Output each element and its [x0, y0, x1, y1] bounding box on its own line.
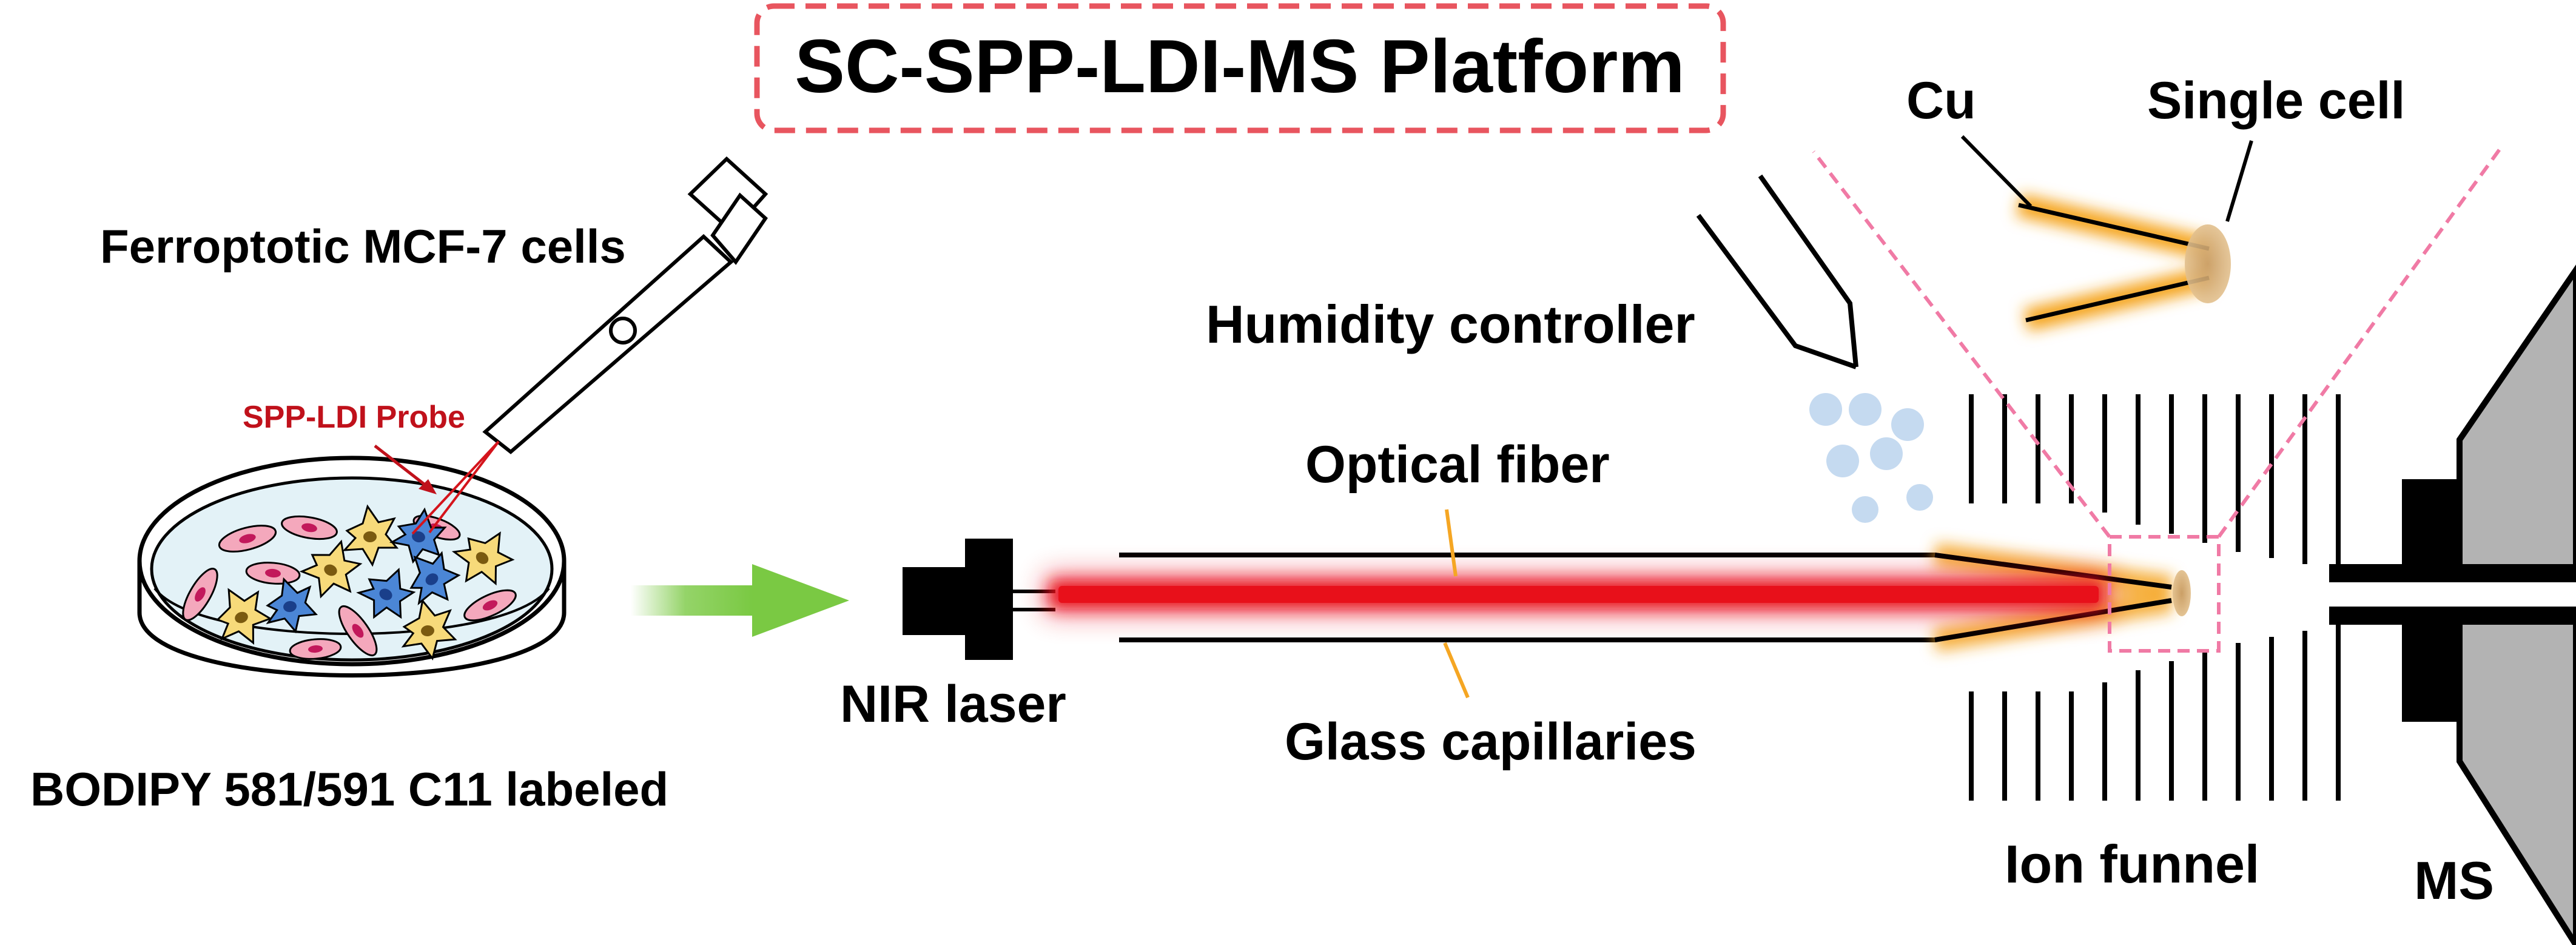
label-probe: SPP-LDI Probe [243, 400, 465, 435]
cell-yellow [451, 531, 515, 586]
cell-pink [245, 562, 301, 585]
title-box: SC-SPP-LDI-MS Platform [754, 3, 1726, 133]
cell-pink [338, 605, 378, 657]
cell-pink [182, 568, 218, 621]
cell-blue [409, 551, 461, 606]
zoom-inset [1812, 147, 2502, 653]
ion-funnel-lower [1969, 625, 2341, 801]
label-cells: Ferroptotic MCF-7 cells [100, 220, 626, 273]
cell-blue [389, 507, 447, 564]
magnified-cu-tip [2018, 203, 2210, 323]
cell-blue [266, 577, 318, 634]
magnified-cu-tip-glow [2016, 193, 2212, 332]
capillary-tip-lines [1934, 553, 2172, 642]
capillaries-pointer-line [1443, 642, 1470, 699]
nir-laser [903, 539, 1055, 660]
magnified-single-cell [2185, 224, 2231, 303]
single-cell-callout-line [2225, 140, 2253, 222]
probe-pointer-arrow [374, 445, 437, 494]
cu-callout-line [1960, 135, 2033, 208]
cell-pink [281, 515, 338, 540]
petri-dish [137, 456, 567, 678]
title-border [754, 3, 1726, 133]
label-ms: MS [2414, 850, 2494, 910]
cell-yellow [342, 504, 399, 567]
label-capillaries: Glass capillaries [1285, 713, 1697, 771]
mass-spectrometer [2329, 264, 2576, 945]
droplets [1809, 393, 1933, 523]
cell-blue [356, 567, 416, 619]
optical-fiber [1043, 573, 2111, 616]
label-laser: NIR laser [840, 675, 1066, 733]
label-funnel: Ion funnel [2005, 834, 2259, 894]
cell-pink [218, 525, 277, 553]
fiber-pointer-line [1445, 509, 1458, 577]
label-stain: BODIPY 581/591 C11 labeled [30, 762, 668, 816]
label-humidity: Humidity controller [1206, 294, 1695, 354]
cell-pink [463, 589, 517, 622]
label-copper: Cu [1906, 72, 1976, 130]
single-cell-tip [2173, 570, 2191, 616]
cell-yellow [299, 539, 363, 599]
probe-holder [411, 156, 768, 535]
label-fiber: Optical fiber [1305, 436, 1610, 494]
transfer-arrow [631, 564, 849, 637]
label-single-cell: Single cell [2147, 72, 2405, 130]
humidity-nozzle [1696, 174, 1858, 369]
cell-pink [289, 638, 342, 660]
ion-funnel-upper [1969, 394, 2341, 570]
page-title: SC-SPP-LDI-MS Platform [795, 25, 1684, 109]
